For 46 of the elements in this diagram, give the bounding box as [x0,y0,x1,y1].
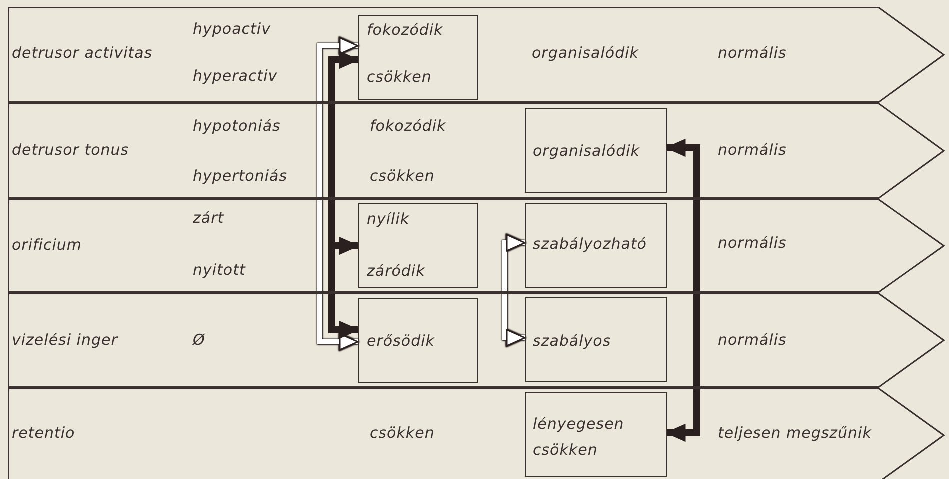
row-band [8,7,945,103]
row-label: retentio [12,423,76,443]
result-box [358,298,478,383]
cell-text: csökken [370,166,435,186]
cell-text: normális [718,140,787,160]
cell-text: Ø [193,330,206,350]
result-text: záródik [367,261,426,281]
arrow [502,234,526,347]
row-band [8,293,945,388]
row-label: vizelési inger [12,330,118,350]
result-box [525,108,667,193]
cell-text: nyitott [193,260,246,280]
row-label: detrusor activitas [12,43,153,63]
result-text: fokozódik [367,20,444,40]
cell-text: hyperactiv [193,66,278,86]
result-box [358,203,478,288]
result-text: csökken [367,67,432,87]
result-text: organisalódik [533,141,640,161]
result-text: szabályozható [533,234,647,254]
result-text: lényegesen csökken [533,414,626,461]
result-text: erősödik [367,331,435,351]
row-band [8,103,945,199]
cell-text: organisalódik [532,43,639,63]
cell-text: normális [718,233,787,253]
row-label: detrusor tonus [12,140,130,160]
row-label: orificium [12,235,82,255]
result-box [358,15,478,100]
arrow [328,51,359,339]
arrow [666,139,700,442]
cell-text: fokozódik [370,116,446,136]
arrow [318,37,359,351]
row-band [8,199,945,293]
cell-text: normális [718,43,787,63]
cell-text: hypotoniás [193,116,281,136]
cell-text: zárt [193,208,224,228]
cell-text: hypertoniás [193,166,288,186]
cell-text: hypoactiv [193,19,271,39]
row-band [8,388,945,479]
result-box [525,297,667,382]
result-box [525,392,667,477]
result-text: szabályos [533,331,612,351]
cell-text: csökken [370,423,435,443]
cell-text: teljesen megszűnik [718,423,872,443]
result-text: nyílik [367,209,410,229]
cell-text: normális [718,330,787,350]
result-box [525,203,667,288]
